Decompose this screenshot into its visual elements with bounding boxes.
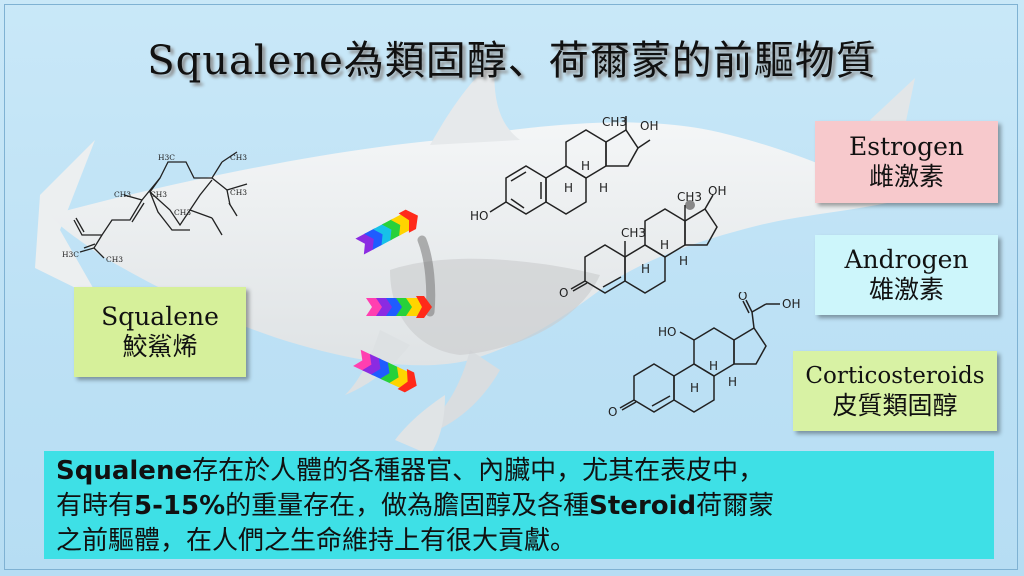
testosterone-structure: O CH3 CH3 OH H H H xyxy=(559,185,726,300)
squalene-label-ch3: CH3 xyxy=(150,190,167,199)
cortico-label-o: O xyxy=(608,405,617,419)
estradiol-label-ch3: CH3 xyxy=(602,115,627,129)
corticosteroid-structure: O HO O OH H H H xyxy=(608,292,800,419)
estradiol-label-ho: HO xyxy=(470,209,488,223)
androgen-label-en: Androgen xyxy=(844,245,969,274)
estradiol-label-h: H xyxy=(581,159,590,173)
description-text: 荷爾蒙 xyxy=(696,491,775,521)
rainbow-arrow-icon xyxy=(353,349,417,393)
description-text: 存在於人體的各種器官、內臟中，尤其在表皮中， xyxy=(192,456,765,486)
estrogen-label-en: Estrogen xyxy=(848,132,965,161)
squalene-label-ch3: CH3 xyxy=(114,190,131,199)
cortico-label-ho: HO xyxy=(658,325,676,339)
androgen-label-zh: 雄激素 xyxy=(868,275,944,304)
cortico-label-o: O xyxy=(738,292,747,303)
squalene-label-ch3: CH3 xyxy=(106,255,123,264)
squalene-label-h3c: H3C xyxy=(62,250,79,259)
testosterone-label-ch3: CH3 xyxy=(677,190,702,204)
estradiol-label-oh: OH xyxy=(640,119,658,133)
estradiol-label-h: H xyxy=(564,181,573,195)
description-bold-steroid: Steroid xyxy=(589,491,697,521)
cortico-label-h: H xyxy=(728,375,737,389)
corticosteroids-box: Corticosteroids 皮質類固醇 xyxy=(793,351,997,431)
description-line-2: 有時有5-15%的重量存在，做為膽固醇及各種Steroid荷爾蒙 xyxy=(56,489,982,524)
squalene-label-h3c: H3C xyxy=(158,153,175,162)
description-bold-squalene: Squalene xyxy=(56,456,193,486)
cortico-label-h: H xyxy=(709,359,718,373)
squalene-label-ch3: CH3 xyxy=(230,153,247,162)
description-line-1: Squalene存在於人體的各種器官、內臟中，尤其在表皮中， xyxy=(56,454,982,489)
description-line-3: 之前驅體，在人們之生命維持上有很大貢獻。 xyxy=(56,526,577,556)
squalene-structure: H3C CH3 CH3 CH3 CH3 CH3 H3C CH3 xyxy=(62,151,247,264)
testosterone-label-ch3: CH3 xyxy=(621,226,646,240)
squalene-label-en: Squalene xyxy=(101,302,219,331)
squalene-label-ch3: CH3 xyxy=(174,208,191,217)
corticosteroids-label-zh: 皮質類固醇 xyxy=(832,391,958,420)
estrogen-label-zh: 雌激素 xyxy=(868,162,944,191)
cortico-label-h: H xyxy=(690,381,699,395)
description-bold-percent: 5-15% xyxy=(134,491,226,521)
testosterone-label-h: H xyxy=(660,238,669,252)
testosterone-label-oh: OH xyxy=(708,185,726,198)
squalene-label-ch3: CH3 xyxy=(230,188,247,197)
testosterone-label-h: H xyxy=(641,262,650,276)
estradiol-label-h: H xyxy=(599,181,608,195)
squalene-label-zh: 鮫鯊烯 xyxy=(122,332,198,361)
slide-title: Squalene為類固醇、荷爾蒙的前驅物質 xyxy=(147,38,877,84)
estradiol-structure: HO CH3 OH H H H xyxy=(470,115,658,223)
rainbow-arrow-icon xyxy=(355,209,418,255)
description-text: 有時有 xyxy=(56,491,135,521)
testosterone-label-h: H xyxy=(679,254,688,268)
squalene-box: Squalene 鮫鯊烯 xyxy=(74,287,246,377)
rainbow-arrow-icon xyxy=(366,296,432,318)
description-box: Squalene存在於人體的各種器官、內臟中，尤其在表皮中， 有時有5-15%的… xyxy=(44,451,994,559)
androgen-box: Androgen 雄激素 xyxy=(815,235,998,315)
cortico-label-oh: OH xyxy=(782,297,800,311)
description-text: 的重量存在，做為膽固醇及各種 xyxy=(225,491,590,521)
corticosteroids-label-en: Corticosteroids xyxy=(805,363,985,389)
testosterone-label-o: O xyxy=(559,286,568,300)
estrogen-box: Estrogen 雌激素 xyxy=(815,121,998,203)
